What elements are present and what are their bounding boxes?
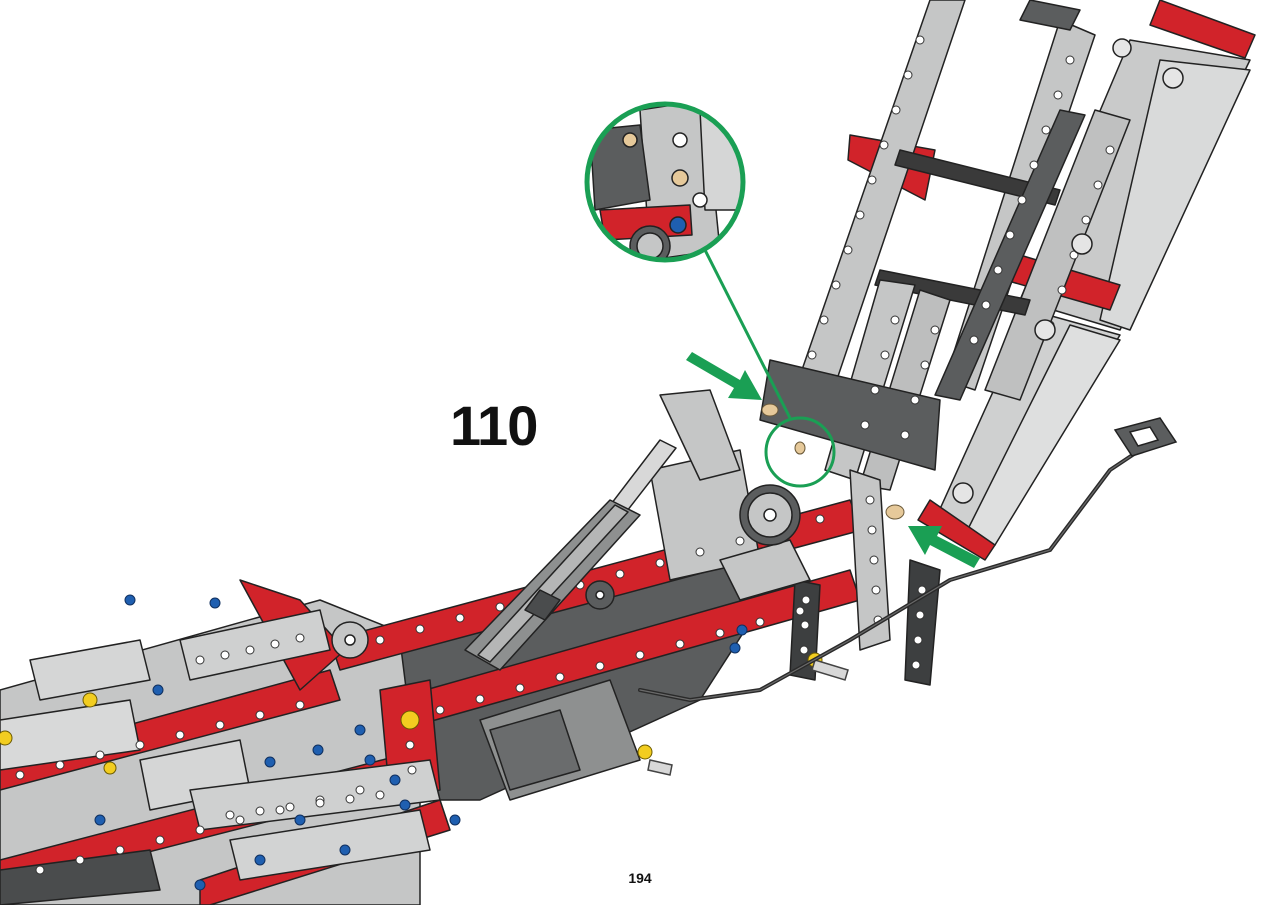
detail-highlight-ring [764, 416, 836, 488]
dark-liftarm [0, 849, 161, 905]
motor [479, 679, 641, 801]
axles [647, 659, 849, 776]
upper-boom-assembly [759, 0, 1256, 561]
connector-plug [1113, 417, 1178, 457]
gear [739, 484, 801, 546]
gray-beam-holes [195, 495, 927, 820]
green-arrow-icon [908, 526, 980, 568]
linear-actuator [464, 439, 677, 671]
gray-liftarm [179, 609, 331, 681]
red-beam-left [0, 669, 341, 791]
gray-liftarm [229, 809, 431, 881]
dark-beam-vertical [904, 559, 941, 686]
cylinder-bosses [952, 38, 1184, 504]
gray-block [659, 389, 741, 481]
gray-liftarm [29, 639, 151, 701]
gray-liftarm [189, 759, 441, 831]
callout-leader-line [703, 249, 792, 419]
red-band [1149, 0, 1256, 59]
cable-inner [639, 449, 1141, 701]
zoom-callout-circle [584, 101, 746, 263]
page-number: 194 [628, 870, 652, 886]
step-number: 110 [450, 394, 538, 457]
blue-pins [94, 594, 748, 891]
tan-bushings [761, 403, 905, 520]
gray-liftarm-right [719, 539, 811, 601]
red-band [917, 499, 996, 561]
gear [331, 621, 369, 659]
red-beam-holes [15, 514, 825, 875]
gear [585, 580, 615, 610]
green-arrow-icon [686, 352, 762, 400]
boom-frame-beams [759, 0, 1131, 491]
beam-holes [807, 35, 1115, 440]
